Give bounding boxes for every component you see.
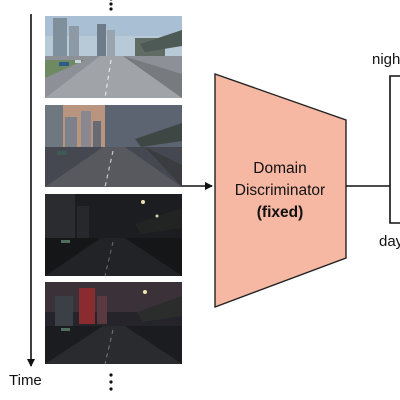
discriminator-label-line1: Domain (253, 160, 307, 177)
frame-day (45, 16, 182, 98)
top-ellipsis (109, 0, 113, 11)
discriminator-trapezoid (214, 73, 347, 309)
time-axis-label: Time (9, 372, 42, 389)
frame-night-2 (45, 282, 182, 364)
discriminator-label-fixed: (fixed) (256, 204, 304, 221)
discriminator-label-line2: Discriminator (234, 182, 326, 199)
bottom-ellipsis (109, 373, 113, 391)
output-bottom-label: day (379, 233, 400, 250)
output-top-label: nigh (372, 51, 400, 68)
frame-dusk (45, 105, 182, 187)
output-scale-bracket (389, 75, 400, 224)
frame-night (45, 194, 182, 276)
